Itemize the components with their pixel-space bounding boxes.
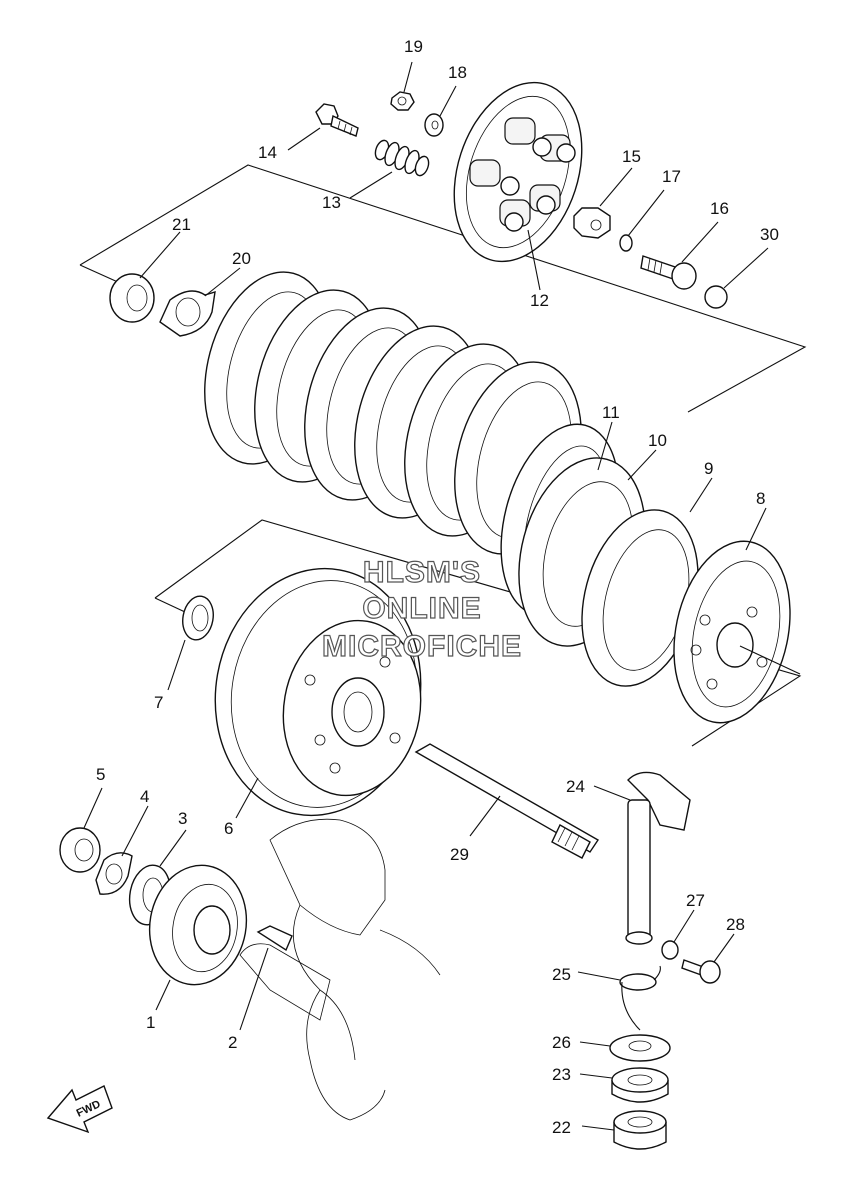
- watermark-line-2: ONLINE: [362, 592, 481, 625]
- callout-20: 20: [232, 249, 251, 268]
- primary-drive-gear-1: [148, 864, 248, 986]
- callout-3: 3: [178, 809, 187, 828]
- nut-21: [109, 273, 155, 323]
- callout-8: 8: [756, 489, 765, 508]
- pressure-plate-group-outline: [79, 164, 807, 413]
- callout-30: 30: [760, 225, 779, 244]
- clutch-plate-stack: [204, 271, 582, 555]
- bushing-22: [613, 1110, 667, 1150]
- callout-26: 26: [552, 1033, 571, 1052]
- callout-28: 28: [726, 915, 745, 934]
- push-plate-15: [573, 207, 611, 239]
- screw-28: [681, 959, 721, 984]
- callout-15: 15: [622, 147, 641, 166]
- callout-25: 25: [552, 965, 571, 984]
- callout-19: 19: [404, 37, 423, 56]
- watermark-line-3: MICROFICHE: [322, 630, 522, 663]
- callout-14: 14: [258, 143, 277, 162]
- o-ring-17: [619, 234, 633, 252]
- clutch-housing-6: [214, 567, 422, 817]
- key-2: [256, 925, 293, 952]
- callout-2: 2: [228, 1033, 237, 1052]
- callout-4: 4: [140, 787, 149, 806]
- bolt-14: [315, 103, 359, 137]
- callout-5: 5: [96, 765, 105, 784]
- callout-23: 23: [552, 1065, 571, 1084]
- callout-11: 11: [602, 403, 620, 422]
- callout-1: 1: [146, 1013, 155, 1032]
- clutch-boss-8: [673, 540, 791, 724]
- shaft-29: [414, 743, 599, 859]
- washer-26: [609, 1034, 671, 1062]
- push-lever-shaft-24: [625, 771, 691, 945]
- callout-10: 10: [648, 431, 667, 450]
- callout-9: 9: [704, 459, 713, 478]
- fwd-arrow-icon: FWD: [46, 1085, 113, 1134]
- spring-13: [374, 139, 430, 177]
- crankshaft-outline: [239, 818, 441, 1121]
- push-rod-16: [640, 255, 697, 290]
- callout-6: 6: [224, 819, 233, 838]
- callout-29: 29: [450, 845, 469, 864]
- lock-washer-20: [159, 290, 216, 337]
- callout-22: 22: [552, 1118, 571, 1137]
- callout-17: 17: [662, 167, 681, 186]
- watermark-line-1: HLSM'S: [363, 556, 481, 589]
- callout-18: 18: [448, 63, 467, 82]
- pressure-plate-group-outline-end: [79, 264, 121, 284]
- callout-12: 12: [530, 291, 549, 310]
- thrust-washer-7: [182, 595, 214, 641]
- nut-5: [59, 827, 101, 873]
- bearing-23: [611, 1067, 669, 1103]
- washer-27: [661, 940, 679, 960]
- pressure-plate: [453, 81, 583, 263]
- nut-19: [390, 91, 415, 111]
- callout-27: 27: [686, 891, 705, 910]
- ball-30: [704, 285, 728, 309]
- leader-lines: [83, 61, 801, 1131]
- clutch-housing-group-outline-end: [154, 597, 186, 613]
- washer-18: [424, 113, 444, 137]
- callout-13: 13: [322, 193, 341, 212]
- lock-washer-4: [95, 852, 133, 895]
- callout-7: 7: [154, 693, 163, 712]
- watermark: HLSM'S ONLINE MICROFICHE: [321, 555, 522, 663]
- callout-16: 16: [710, 199, 729, 218]
- callout-labels: 19 18 14 13 15 17 16 30 12 21 20 11 10 9…: [96, 37, 779, 1137]
- spring-25: [619, 965, 661, 1031]
- callout-24: 24: [566, 777, 585, 796]
- callout-21: 21: [172, 215, 191, 234]
